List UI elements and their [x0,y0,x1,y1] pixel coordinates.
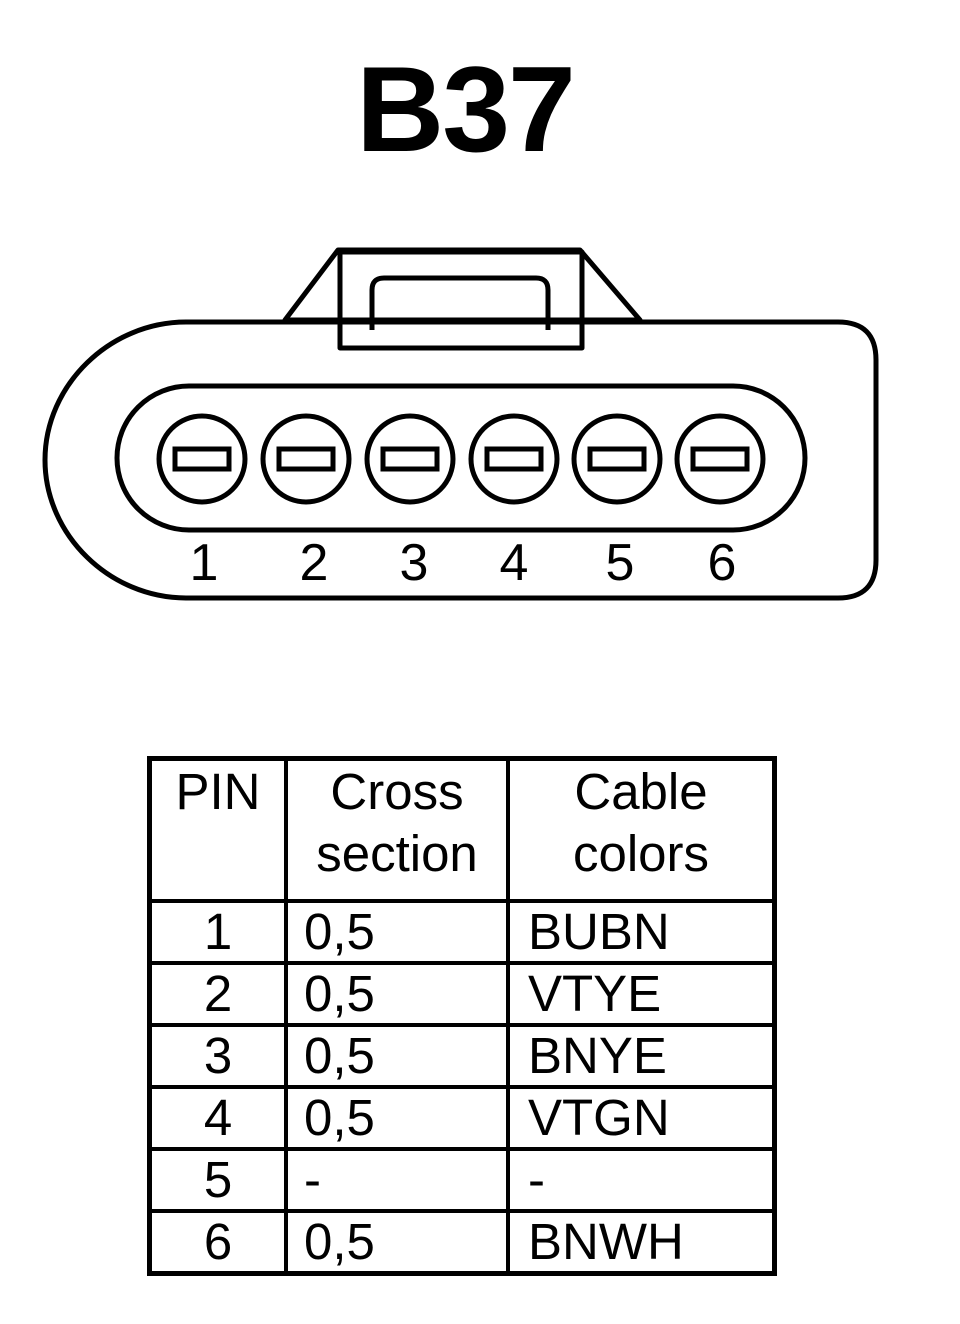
cable-color-value: - [506,1147,777,1213]
pin-slot [276,446,336,472]
connector-housing [42,319,879,601]
cable-color-value: VTGN [506,1085,777,1151]
cable-color-value: BNWH [506,1209,777,1276]
pin-number: 1 [147,899,288,965]
latch-window [369,275,551,330]
pin-label: 3 [400,534,429,592]
pin-number: 5 [147,1147,288,1213]
cross-section-value: 0,5 [284,1085,510,1151]
pin-number: 3 [147,1023,288,1089]
pin-label: 1 [190,534,219,592]
pin-number: 4 [147,1085,288,1151]
table-row: 1 0,5 BUBN [147,899,777,965]
pin-number: 2 [147,961,288,1027]
cable-color-value: BUBN [506,899,777,965]
cross-section-value: 0,5 [284,961,510,1027]
cable-color-value: BNYE [506,1023,777,1089]
pin-slot [380,446,440,472]
cross-section-value: 0,5 [284,899,510,965]
pin-label: 2 [300,534,329,592]
header-cable-colors: Cable colors [506,756,777,903]
connector-diagram: 1 2 3 4 5 6 [42,247,879,601]
pin-slot [587,446,647,472]
pin-assignment-table: PIN Cross section Cable colors 1 0,5 BUB… [147,756,777,1276]
latch-body [337,249,585,351]
pin-label: 4 [500,534,529,592]
table-row: 4 0,5 VTGN [147,1085,777,1151]
pin-label: 6 [708,534,737,592]
pin-slot [484,446,544,472]
table-row: 6 0,5 BNWH [147,1209,777,1276]
header-cross-section: Cross section [284,756,510,903]
cable-color-value: VTYE [506,961,777,1027]
pin-cavity [114,383,808,533]
table-row: 2 0,5 VTYE [147,961,777,1027]
cross-section-value: 0,5 [284,1209,510,1276]
pin-slot [690,446,750,472]
cross-section-value: - [284,1147,510,1213]
connector-title: B37 [356,41,576,177]
cross-section-value: 0,5 [284,1023,510,1089]
table-header-row: PIN Cross section Cable colors [147,756,777,903]
pin-slot [172,446,232,472]
pin-label: 5 [606,534,635,592]
pin-number: 6 [147,1209,288,1276]
table-row: 3 0,5 BNYE [147,1023,777,1089]
table-row: 5 - - [147,1147,777,1213]
header-pin: PIN [147,756,288,903]
